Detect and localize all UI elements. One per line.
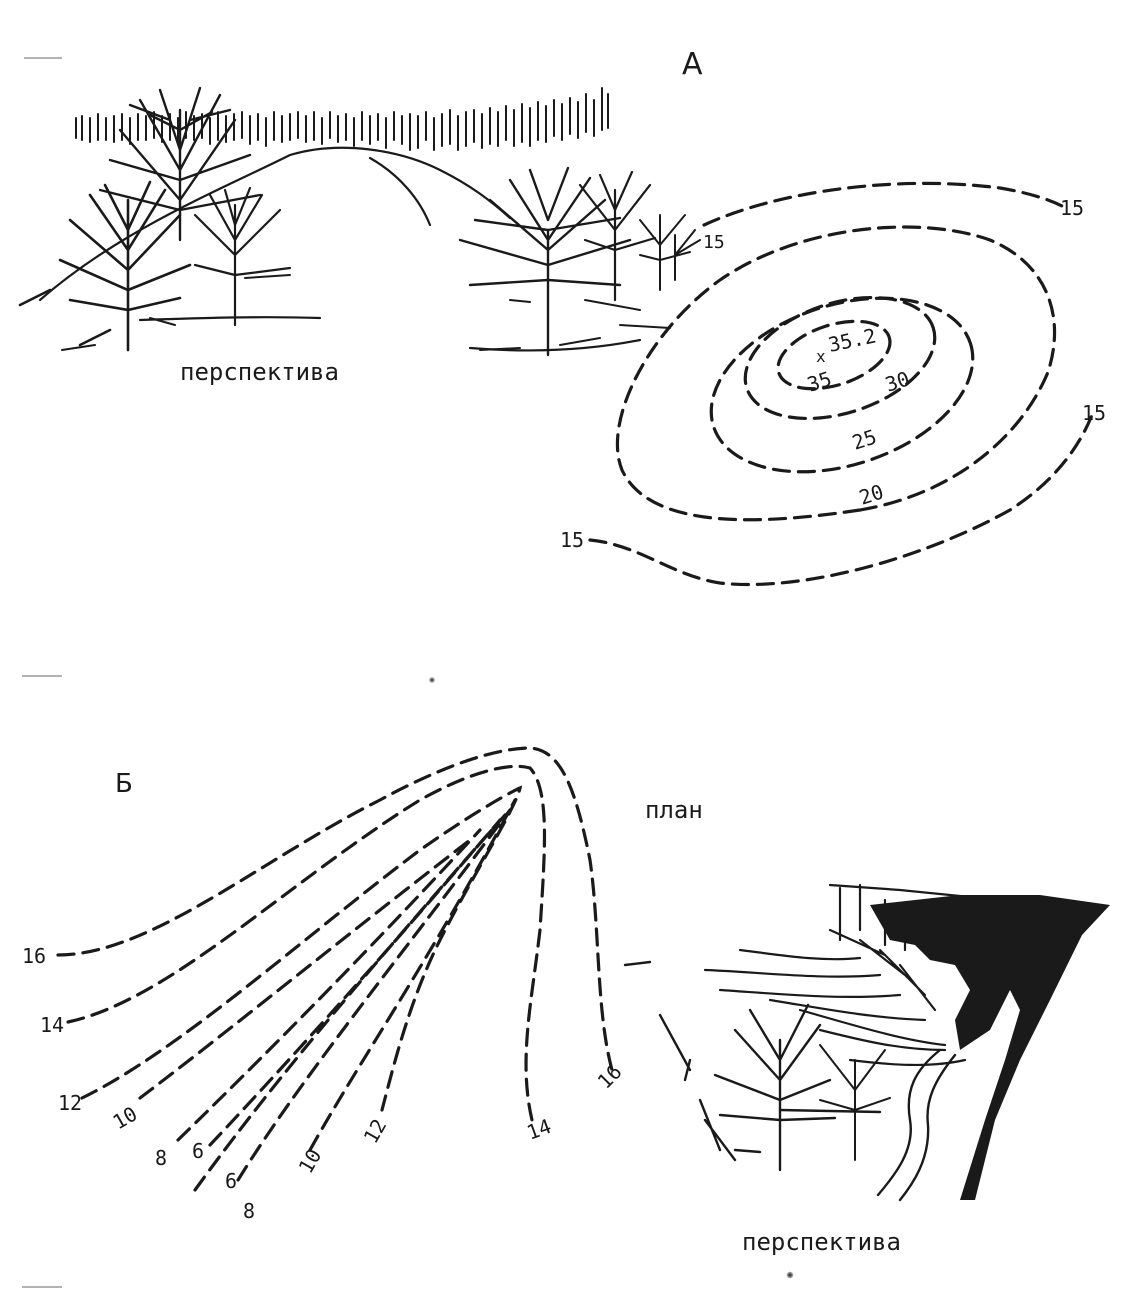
- tree-right-small: [639, 214, 701, 291]
- contour-label-10-left: 10: [109, 1101, 142, 1134]
- contour-20: [615, 225, 1057, 522]
- tree-right-medium: [578, 170, 657, 302]
- contour-label-25: 25: [849, 424, 879, 454]
- panel-a: А: [18, 47, 1106, 587]
- contour-8-right: [236, 808, 512, 1182]
- scan-marks: [22, 57, 794, 1288]
- contour-label-6-left: 6: [192, 1139, 204, 1163]
- contour-label-16-left: 16: [22, 944, 46, 968]
- panel-a-letter: А: [682, 47, 703, 82]
- contour-label-8-left: 8: [155, 1146, 167, 1170]
- spur-foreground: [623, 960, 882, 1162]
- panel-b-plan-caption: план: [645, 796, 703, 824]
- ground-scribbles: [61, 274, 671, 351]
- contour-35: [776, 319, 892, 391]
- path-curve: [876, 1048, 957, 1202]
- contour-10-left: [138, 838, 472, 1100]
- tree-spur-large: [713, 1003, 837, 1172]
- contour-label-15-top-right: 15: [1060, 196, 1084, 220]
- contour-label-10-right: 10: [294, 1145, 327, 1178]
- contour-label-14-left: 14: [40, 1013, 64, 1037]
- panel-a-perspective-caption: перспектива: [180, 358, 339, 386]
- tree-right-large: [458, 166, 632, 357]
- contour-30: [743, 295, 937, 421]
- tree-left-small: [193, 186, 292, 327]
- panel-b-contour-plan: 16 14 12 10 8 6 6 8 10 12 14 16: [22, 746, 627, 1223]
- contour-14-left: [66, 764, 547, 1122]
- contour-12-left: [80, 785, 523, 1112]
- summit-mark: x: [816, 347, 826, 366]
- contour-15-outer: [588, 413, 1094, 587]
- tree-left-front: [18, 180, 192, 352]
- contour-16-left: [56, 746, 614, 1072]
- panel-b-perspective-sketch: перспектива: [623, 883, 1110, 1256]
- contour-label-20: 20: [856, 479, 886, 509]
- contour-label-16-right: 16: [593, 1060, 627, 1094]
- contour-label-15-left: 15: [560, 528, 584, 552]
- panel-a-perspective-sketch: перспектива: [18, 86, 701, 386]
- panel-b: Б план 16 14 12 10 8 6 6 8 10 12 14 16: [22, 746, 1110, 1256]
- summit-elevation-label: 35.2: [826, 323, 878, 356]
- contour-label-6-right: 6: [225, 1169, 237, 1193]
- contour-10-right: [308, 798, 517, 1152]
- slope-hatching: [703, 883, 982, 1067]
- contour-label-14-right: 14: [524, 1114, 555, 1145]
- contour-6-right: [193, 813, 507, 1192]
- contour-label-15-top-left: 15: [703, 232, 725, 253]
- panel-b-perspective-caption: перспектива: [742, 1228, 901, 1256]
- treeline-hatching: [75, 87, 609, 151]
- contour-label-12-right: 12: [359, 1115, 392, 1148]
- panel-a-contour-plan: 15 15 15 15 20 25 30 35 x 35.2: [560, 181, 1106, 587]
- contour-25: [709, 296, 975, 474]
- contour-label-35: 35: [804, 366, 834, 396]
- contour-label-15-right: 15: [1082, 401, 1106, 425]
- contour-label-12-left: 12: [58, 1091, 82, 1115]
- slope-dark-mass: [870, 895, 1110, 1200]
- contour-label-30: 30: [882, 366, 912, 396]
- panel-b-letter: Б: [115, 769, 133, 799]
- contour-15-inner: [702, 181, 1064, 227]
- contour-8-left: [176, 828, 482, 1142]
- contour-label-8-right: 8: [243, 1199, 255, 1223]
- tree-spur-small: [819, 1044, 891, 1161]
- tree-left-large: [98, 86, 262, 242]
